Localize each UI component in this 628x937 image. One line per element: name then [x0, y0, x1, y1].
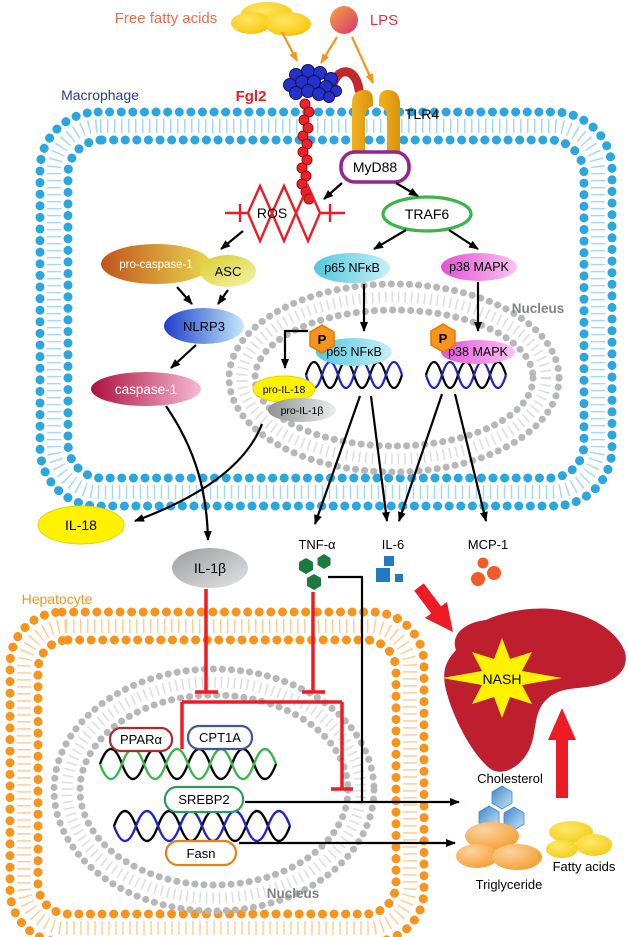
lps-label: LPS [370, 12, 398, 29]
p38-cytoplasm-node [441, 253, 517, 281]
lps-particle [330, 6, 358, 34]
pro-il1b-node [268, 398, 336, 422]
p38-nucleus-label: p38 MAPK [448, 345, 508, 359]
pro-caspase1-label: pro-caspase-1 [119, 259, 193, 271]
il18-label: IL-18 [65, 517, 97, 533]
nash-red-arrow-in [414, 583, 453, 632]
ligand-arrows [281, 31, 375, 84]
pro-il18-label: pro-IL-18 [263, 384, 306, 396]
asc-node [200, 255, 256, 287]
fgl2-tail [296, 98, 315, 205]
traf6-label: TRAF6 [405, 206, 450, 222]
phospho-p65-label: P [318, 332, 327, 347]
pro-caspase1-node [101, 244, 211, 284]
triglyceride-label: Triglyceride [476, 877, 543, 892]
nash-red-arrow-up [548, 708, 576, 798]
phospho-p38-label: P [439, 331, 448, 346]
caspase1-node [91, 372, 201, 406]
srebp2-gene-box [163, 785, 245, 814]
macrophage-plasma-membrane [35, 107, 617, 511]
cholesterol-label: Cholesterol [477, 771, 543, 786]
free-fatty-acids-label: Free fatty acids [115, 10, 218, 27]
tnfa-particles [299, 554, 331, 590]
nlrp3-node [164, 308, 244, 344]
nash-starburst [442, 638, 562, 718]
fasn-label: Fasn [187, 846, 216, 861]
nlrp3-label: NLRP3 [183, 319, 225, 334]
il6-label: IL-6 [382, 537, 404, 552]
liver-shape [444, 608, 626, 772]
inhibition-lines [180, 589, 353, 791]
tnfa-label: TNF-α [298, 537, 336, 552]
ppara-label: PPARα [120, 732, 162, 747]
p38-nucleus-node [441, 340, 515, 364]
phospho-hexagon-p65 [309, 324, 335, 354]
ppara-gene-box [108, 726, 174, 753]
myd88-node [339, 150, 411, 184]
p65-nucleus-node [316, 338, 392, 366]
mcp1-label: MCP-1 [468, 537, 508, 552]
myd88-label: MyD88 [353, 159, 398, 175]
signal-arrows [134, 182, 488, 847]
fasn-gene-box [164, 839, 238, 867]
macrophage-nuclear-membrane [225, 280, 563, 476]
cpt1a-label: CPT1A [199, 730, 241, 745]
p65-nucleus-label: p65 NFκB [326, 345, 382, 359]
dna-p38-target [424, 360, 508, 390]
fgl2-protein [283, 64, 364, 205]
traf6-node [381, 195, 473, 233]
hepatocyte-label: Hepatocyte [22, 591, 93, 607]
il1b-label: IL-1β [194, 560, 226, 576]
tlr4-label: TLR4 [405, 106, 439, 122]
p65-cytoplasm-label: p65 NFκB [324, 261, 380, 275]
triglyceride-particles [456, 822, 542, 870]
p65-cytoplasm-node [314, 253, 390, 283]
cpt1a-gene-box [186, 724, 254, 751]
p38-cytoplasm-label: p38 MAPK [449, 260, 509, 274]
fgl2-label: Fgl2 [236, 88, 267, 105]
dna-p65-target [304, 360, 404, 390]
fatty-acids-label: Fatty acids [553, 859, 616, 874]
pro-il1b-label: pro-IL-1β [281, 405, 324, 417]
phospho-hexagon-p38 [430, 323, 456, 353]
dna-ppara-cpt1a [98, 747, 278, 781]
asc-label: ASC [215, 264, 242, 279]
macrophage-label: Macrophage [61, 87, 139, 103]
il1b-node [172, 548, 248, 588]
hepatocyte-nucleus-label: Nucleus [267, 886, 320, 901]
tlr4-receptor [352, 90, 400, 153]
mcp1-particles [471, 557, 501, 586]
il6-particles [376, 556, 403, 582]
macrophage-nucleus-label: Nucleus [512, 301, 565, 316]
free-fatty-acids-blob [231, 2, 311, 36]
ros-label: ROS [257, 205, 287, 221]
dna-srebp2-fasn [112, 809, 292, 843]
il18-node [37, 505, 125, 545]
nash-label: NASH [483, 671, 522, 687]
caspase1-label: caspase-1 [115, 382, 177, 397]
ros-burst [225, 183, 345, 245]
srebp2-label: SREBP2 [178, 792, 229, 807]
fatty-acids-particles [546, 821, 612, 858]
